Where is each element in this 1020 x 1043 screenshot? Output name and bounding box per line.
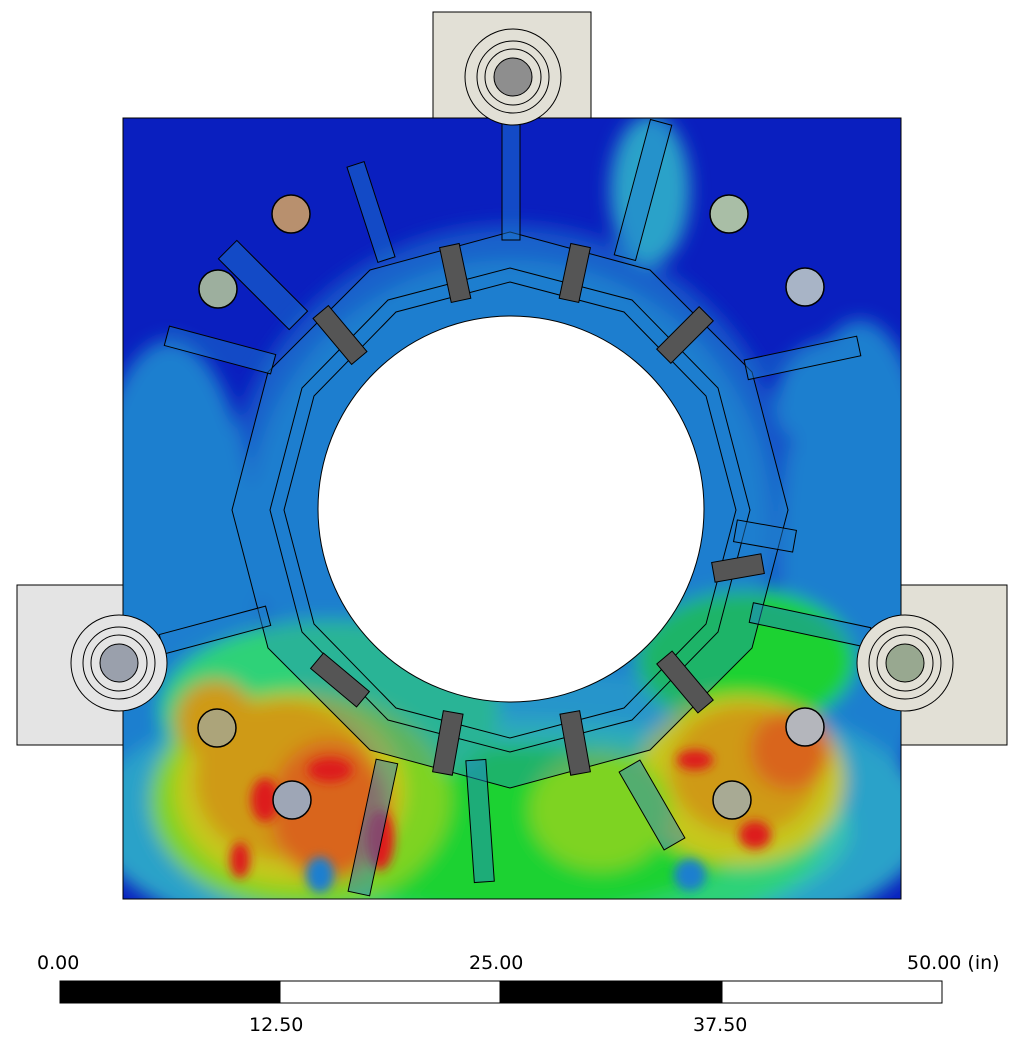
pin-bottom-left-2 <box>272 780 312 820</box>
scale-label-quarter: 12.50 <box>249 1014 304 1036</box>
scale-label-three-quarter: 37.50 <box>693 1014 748 1036</box>
radial-arms <box>158 117 872 897</box>
pin-top-left-1 <box>271 194 311 234</box>
lug-right <box>856 614 954 712</box>
scale-bar-segment <box>279 980 501 1004</box>
scale-bar-segment <box>59 980 281 1004</box>
scale-label-start: 0.00 <box>37 952 80 974</box>
scale-bar-segment <box>499 980 723 1004</box>
scale-label-mid: 25.00 <box>469 952 524 974</box>
scale-bar-segment <box>721 980 943 1004</box>
plate-pins <box>197 194 825 820</box>
pin-bottom-right-1 <box>785 707 825 747</box>
pin-top-left-2 <box>198 269 238 309</box>
scale-label-end: 50.00 (in) <box>907 952 1000 974</box>
pin-bottom-left-1 <box>197 708 237 748</box>
pin-top-right-2 <box>785 267 825 307</box>
central-bore <box>317 315 705 703</box>
pin-top-right-1 <box>709 194 749 234</box>
scale-bar <box>59 980 943 1004</box>
pin-bottom-right-2 <box>712 780 752 820</box>
bolt-clamps <box>309 242 765 776</box>
lug-left <box>70 614 168 712</box>
lug-top <box>464 28 562 126</box>
